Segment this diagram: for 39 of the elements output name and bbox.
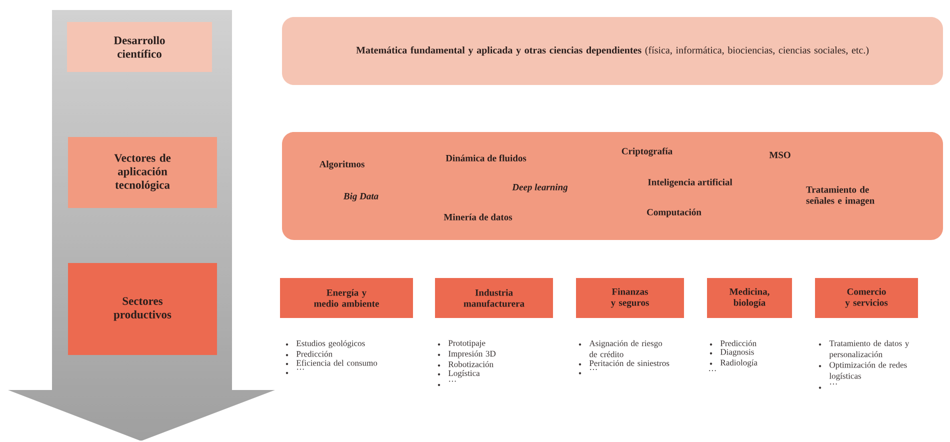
- sector-box: Comercio y servicios: [815, 278, 918, 318]
- list-item: Impresión 3D: [438, 350, 496, 358]
- list-item: Radiología: [710, 359, 758, 368]
- list-item: …: [818, 383, 837, 389]
- list-item: Predicción: [710, 340, 756, 346]
- sector-box: Finanzas y seguros: [576, 278, 684, 318]
- technology-panel: [282, 132, 943, 240]
- list-item: Prototipaje: [438, 340, 486, 348]
- science-panel: Matemática fundamental y aplicada y otras ciencias dependientes (física, informática, biociencias, ciencias sociales, etc.): [282, 17, 943, 85]
- list-item: Peritación de siniestros: [578, 360, 670, 366]
- term-label: Big Data: [343, 192, 378, 202]
- sector-box: Industria manufacturera: [435, 278, 553, 318]
- list-item: Diagnosis: [710, 349, 754, 357]
- list-item: …: [709, 370, 716, 372]
- term-label: Minería de datos: [444, 214, 512, 220]
- stage-box: Sectores productivos: [68, 263, 217, 355]
- sector-box: Medicina, biología: [707, 278, 792, 318]
- term-label: Deep learning: [512, 184, 568, 192]
- stage-box: Vectores de aplicación tecnológica: [68, 137, 217, 208]
- term-label: MSO: [769, 152, 790, 158]
- list-item: Logística: [438, 370, 480, 378]
- stage-box: Desarrollo científico: [67, 22, 212, 72]
- term-label: Tratamiento de señales e imagen: [806, 186, 874, 206]
- list-item: Optimización de redes logísticas: [818, 362, 907, 381]
- sector-box: Energía y medio ambiente: [280, 278, 413, 318]
- list-item: …: [438, 380, 456, 386]
- list-item: Asignación de riesgo de crédito: [578, 340, 662, 358]
- list-item: Eficiencia del consumo: [286, 360, 378, 366]
- list-item: Predicción: [286, 350, 332, 357]
- term-label: Algoritmos: [319, 160, 364, 170]
- list-item: Estudios geológicos: [286, 340, 365, 348]
- list-item: Tratamiento de datos y personalización: [818, 340, 910, 359]
- term-label: Inteligencia artificial: [648, 178, 732, 188]
- list-item: Robotización: [438, 361, 494, 368]
- list-item: …: [578, 369, 597, 374]
- term-label: Dinámica de fluidos: [446, 154, 526, 162]
- term-label: Computación: [647, 208, 702, 218]
- term-label: Criptografía: [622, 148, 672, 156]
- list-item: …: [286, 368, 304, 374]
